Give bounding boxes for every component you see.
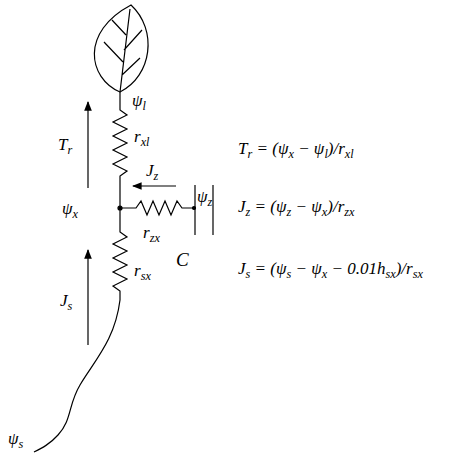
resistor-symbol	[113, 225, 127, 300]
equation: Jz = (ψz − ψx)/rzx	[238, 198, 354, 217]
junction-dot	[118, 206, 122, 210]
flux-arrow	[133, 185, 176, 186]
potential-label: ψz	[197, 188, 212, 207]
potential-label: ψs	[8, 430, 23, 449]
resistor-symbol	[120, 201, 194, 215]
potential-label: ψx	[62, 200, 78, 219]
root-line	[34, 300, 120, 452]
equation: Tr = (ψx − ψl)/rxl	[238, 140, 354, 159]
potential-label: ψl	[132, 92, 146, 111]
resistor-symbol	[113, 92, 127, 225]
flux-label: Jz	[146, 162, 158, 181]
leaf-vein	[104, 9, 142, 92]
capacitor-plate	[194, 185, 195, 235]
flux-arrow	[87, 250, 88, 345]
resistance-label: rzx	[143, 224, 160, 243]
flux-label: Js	[60, 292, 72, 311]
resistance-label: rsx	[134, 262, 151, 281]
capacitor-plate	[212, 185, 213, 235]
resistance-label: rxl	[134, 128, 149, 147]
equation: Js = (ψs − ψx − 0.01hsx)/rsx	[238, 260, 423, 279]
flux-label: Tr	[58, 136, 72, 155]
flux-arrow	[87, 102, 88, 188]
capacitance-label: C	[176, 250, 189, 271]
leaf	[94, 5, 148, 92]
